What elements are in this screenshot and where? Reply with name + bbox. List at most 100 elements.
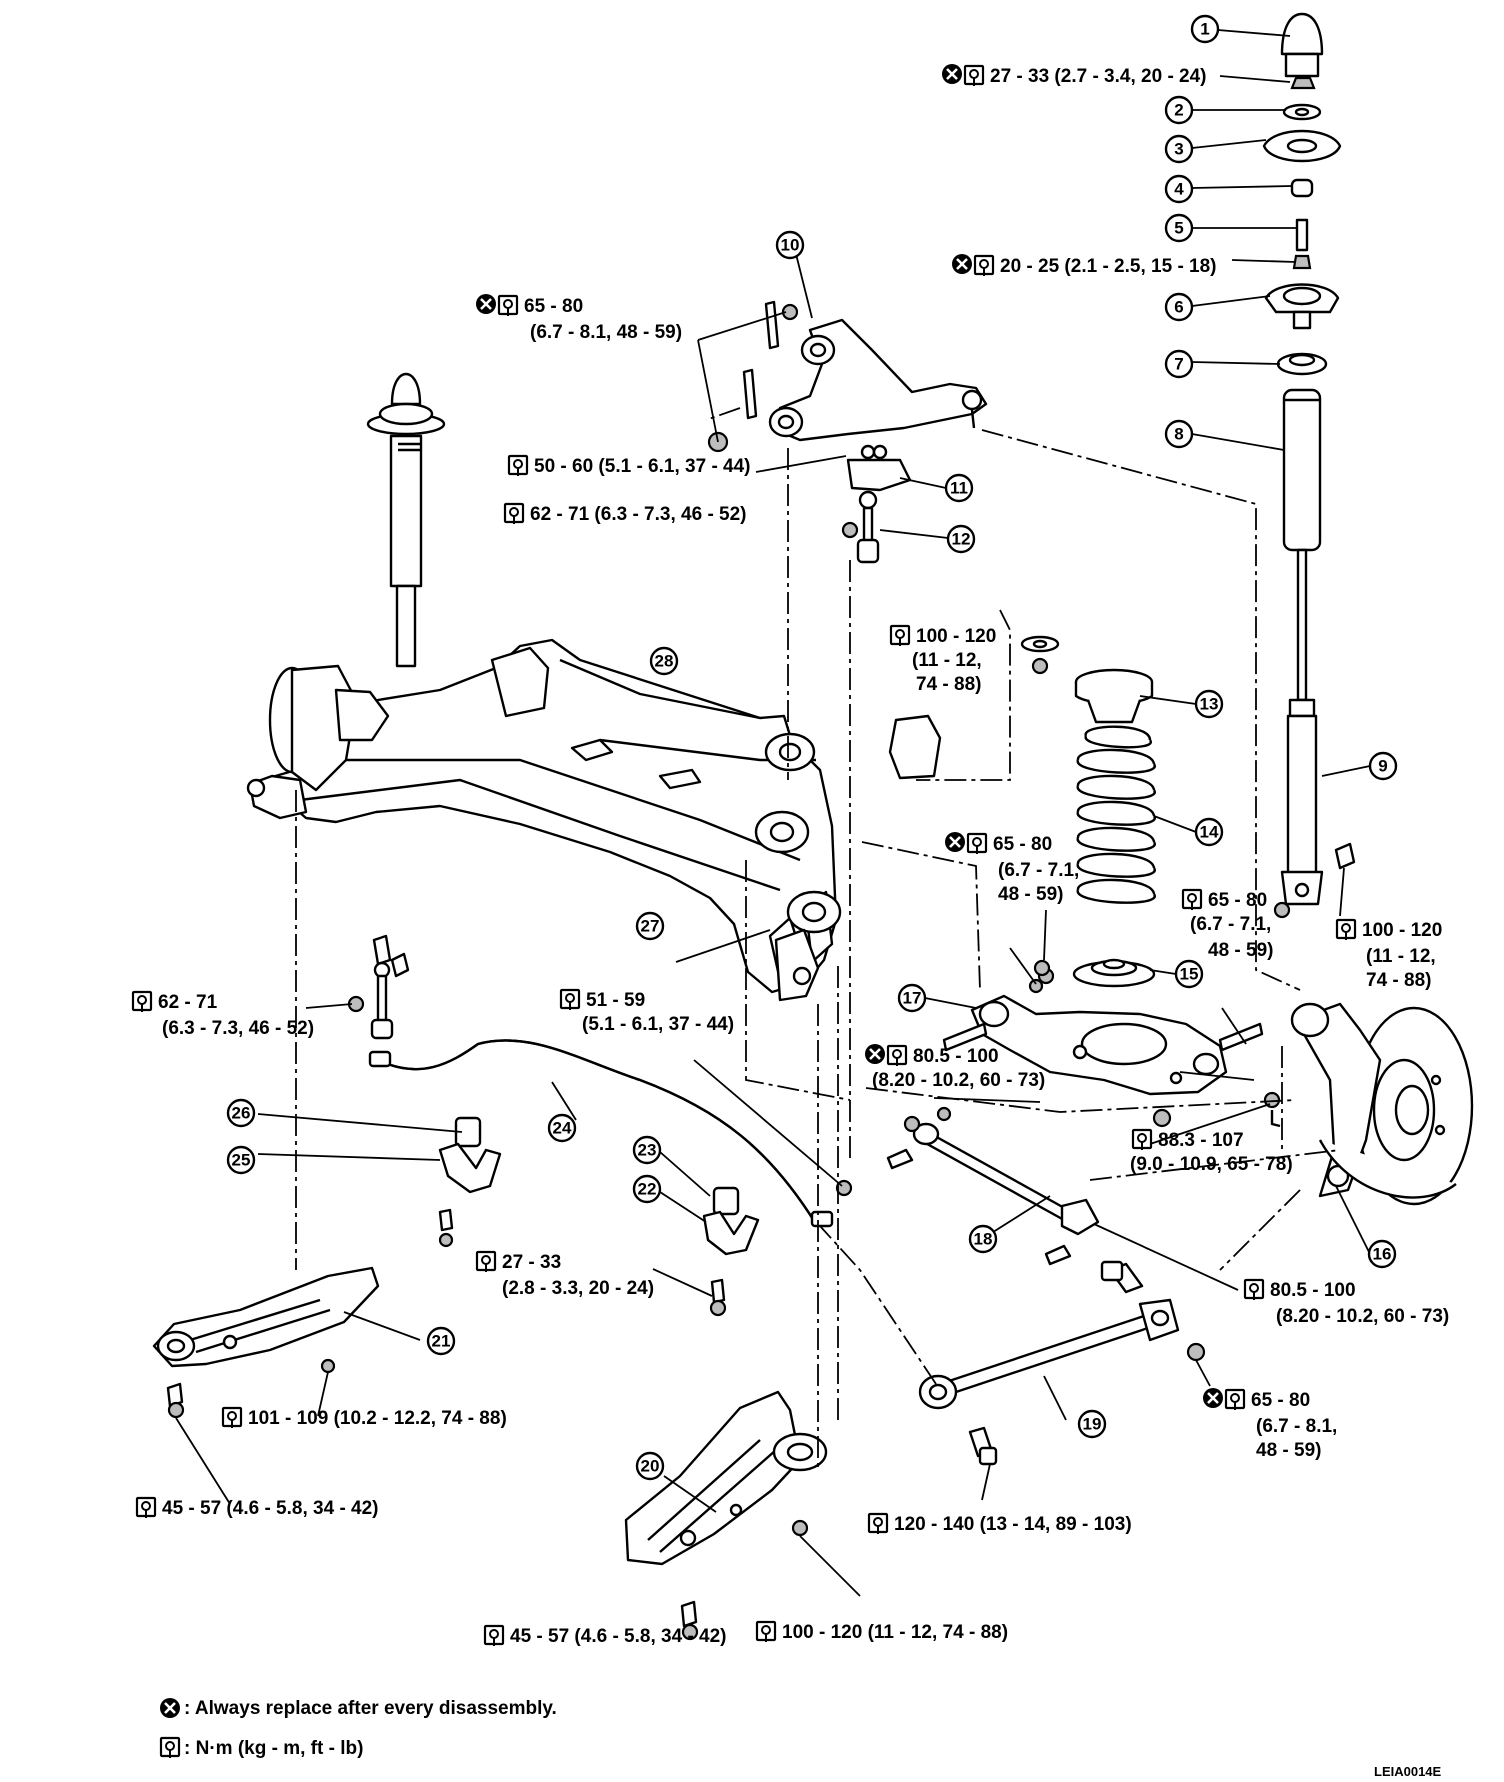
svg-text:10: 10	[781, 236, 800, 255]
callout-numbers: 1 2 3 4 5 6 7 8 9 10 11 12 13 14 15 16 1…	[226, 14, 1398, 1481]
torque-spec-shock-lower-bolt: 100 - 120 (11 - 12, 74 - 88)	[1335, 918, 1442, 991]
svg-text:(8.20 - 10.2, 60 - 73): (8.20 - 10.2, 60 - 73)	[1276, 1306, 1449, 1327]
callout-23: 23	[632, 1135, 662, 1165]
svg-text:80.5 - 100: 80.5 - 100	[1270, 1280, 1356, 1301]
callout-12: 12	[946, 524, 976, 554]
svg-text:4: 4	[1174, 180, 1184, 199]
svg-text:101 - 109 (10.2 - 12.2, 74 - 8: 101 - 109 (10.2 - 12.2, 74 - 88)	[248, 1408, 507, 1429]
svg-text:16: 16	[1373, 1245, 1392, 1264]
legend-replace: : Always replace after every disassembly…	[158, 1696, 557, 1720]
legend-torque: : N·m (kg - m, ft - lb)	[159, 1736, 363, 1760]
svg-text:(2.8 - 3.3, 20 - 24): (2.8 - 3.3, 20 - 24)	[502, 1278, 654, 1299]
svg-text:21: 21	[432, 1332, 451, 1351]
svg-text:51 - 59: 51 - 59	[586, 990, 645, 1011]
right-knuckle	[1290, 1002, 1474, 1206]
left-strut	[366, 372, 446, 668]
svg-text:: N·m (kg - m, ft - lb): : N·m (kg - m, ft - lb)	[184, 1738, 363, 1759]
legend: : Always replace after every disassembly…	[158, 1696, 557, 1760]
svg-text:: Always replace after every d: : Always replace after every disassembly…	[184, 1698, 557, 1719]
svg-text:(6.7 - 7.1,: (6.7 - 7.1,	[998, 860, 1079, 881]
torque-spec-bracket-bolt: 50 - 60 (5.1 - 6.1, 37 - 44)	[507, 454, 751, 478]
callout-2: 2	[1164, 95, 1194, 125]
svg-text:26: 26	[232, 1104, 251, 1123]
torque-spec-radius-rod-nut: 65 - 80 (6.7 - 8.1, 48 - 59)	[1201, 1386, 1337, 1461]
spring-assembly	[1072, 668, 1156, 988]
svg-text:65 - 80: 65 - 80	[1208, 890, 1267, 911]
callout-9: 9	[1368, 751, 1398, 781]
callout-6: 6	[1164, 292, 1194, 322]
parts-drawing	[152, 12, 1474, 1641]
svg-text:19: 19	[1083, 1415, 1102, 1434]
svg-text:9: 9	[1378, 757, 1387, 776]
torque-spec-stabilizer-end-nut: 51 - 59 (5.1 - 6.1, 37 - 44)	[559, 988, 734, 1035]
svg-text:18: 18	[974, 1230, 993, 1249]
figure-id: LEIA0014E	[1374, 1764, 1442, 1779]
svg-text:1: 1	[1200, 20, 1209, 39]
svg-text:11: 11	[950, 479, 968, 498]
svg-text:8: 8	[1174, 425, 1183, 444]
torque-spec-stabilizer-link-nut: 62 - 71 (6.3 - 7.3, 46 - 52)	[131, 990, 314, 1039]
svg-text:48 - 59): 48 - 59)	[1256, 1440, 1321, 1461]
svg-text:14: 14	[1200, 823, 1219, 842]
callout-28: 28	[649, 646, 679, 676]
callout-19: 19	[1077, 1409, 1107, 1439]
trailing-arm-left	[152, 1266, 380, 1419]
svg-text:48 - 59): 48 - 59)	[1208, 940, 1273, 961]
torque-spec-toe-link-inner: 80.5 - 100 (8.20 - 10.2, 60 - 73)	[863, 1042, 1045, 1091]
stabilizer-clamps	[438, 1116, 760, 1317]
callout-26: 26	[226, 1098, 256, 1128]
torque-spec-rod-nut: 62 - 71 (6.3 - 7.3, 46 - 52)	[503, 502, 747, 526]
torque-spec-lower-link-inner: 65 - 80 (6.7 - 7.1, 48 - 59)	[943, 830, 1079, 905]
svg-text:120 - 140 (13 - 14, 89 - 103): 120 - 140 (13 - 14, 89 - 103)	[894, 1514, 1132, 1535]
right-strut	[1262, 12, 1356, 919]
svg-text:50 - 60 (5.1 - 6.1, 37 - 44): 50 - 60 (5.1 - 6.1, 37 - 44)	[534, 456, 751, 477]
svg-text:(6.7 - 8.1,: (6.7 - 8.1,	[1256, 1416, 1337, 1437]
svg-text:20: 20	[641, 1457, 660, 1476]
svg-text:17: 17	[903, 989, 922, 1008]
callout-11: 11	[944, 473, 974, 503]
leader-lines	[175, 29, 1371, 1597]
callout-18: 18	[968, 1224, 998, 1254]
torque-spec-clamp-bolt: 27 - 33 (2.8 - 3.3, 20 - 24)	[475, 1250, 654, 1299]
svg-text:(8.20 - 10.2, 60 - 73): (8.20 - 10.2, 60 - 73)	[872, 1070, 1045, 1091]
svg-text:27 - 33: 27 - 33	[502, 1252, 561, 1273]
svg-text:28: 28	[655, 652, 674, 671]
callout-16: 16	[1367, 1239, 1397, 1269]
callout-22: 22	[632, 1174, 662, 1204]
torque-spec-shock-lower-nut: 65 - 80 (6.7 - 7.1, 48 - 59)	[1181, 888, 1273, 961]
torque-spec-member-nut: 100 - 120 (11 - 12, 74 - 88)	[889, 624, 996, 695]
svg-text:3: 3	[1174, 140, 1183, 159]
torque-spec-radius-rod-bolt: 120 - 140 (13 - 14, 89 - 103)	[867, 1512, 1132, 1536]
callout-21: 21	[426, 1326, 456, 1356]
trailing-arm-right	[624, 1390, 828, 1641]
svg-text:80.5 - 100: 80.5 - 100	[913, 1046, 999, 1067]
callout-1: 1	[1190, 14, 1220, 44]
callout-15: 15	[1174, 959, 1204, 989]
radius-rods	[886, 1106, 1206, 1466]
svg-text:(11 - 12,: (11 - 12,	[912, 650, 982, 671]
svg-text:(11 - 12,: (11 - 12,	[1366, 946, 1436, 967]
svg-text:65 - 80: 65 - 80	[993, 834, 1052, 855]
callout-17: 17	[897, 983, 927, 1013]
callout-24: 24	[547, 1113, 577, 1143]
svg-text:20 - 25 (2.1 - 2.5, 15 - 18): 20 - 25 (2.1 - 2.5, 15 - 18)	[1000, 256, 1217, 277]
svg-text:62 - 71: 62 - 71	[158, 992, 218, 1013]
svg-text:62 - 71 (6.3 - 7.3, 46 - 52): 62 - 71 (6.3 - 7.3, 46 - 52)	[530, 504, 747, 525]
bracket-and-rod	[841, 444, 912, 564]
svg-text:45 - 57 (4.6 - 5.8, 34 - 42): 45 - 57 (4.6 - 5.8, 34 - 42)	[162, 1498, 379, 1519]
torque-spec-upper-link-bolt: 65 - 80 (6.7 - 8.1, 48 - 59)	[474, 292, 682, 343]
callout-5: 5	[1164, 213, 1194, 243]
callout-4: 4	[1164, 174, 1194, 204]
torque-spec-mount-nut: 27 - 33 (2.7 - 3.4, 20 - 24)	[940, 62, 1207, 88]
svg-text:(6.7 - 7.1,: (6.7 - 7.1,	[1190, 914, 1271, 935]
svg-text:25: 25	[232, 1151, 251, 1170]
svg-text:27 - 33 (2.7 - 3.4, 20 - 24): 27 - 33 (2.7 - 3.4, 20 - 24)	[990, 66, 1207, 87]
svg-text:74 - 88): 74 - 88)	[916, 674, 981, 695]
svg-text:65 - 80: 65 - 80	[1251, 1390, 1310, 1411]
callout-10: 10	[775, 230, 805, 260]
svg-text:(6.3 - 7.3, 46 - 52): (6.3 - 7.3, 46 - 52)	[162, 1018, 314, 1039]
svg-text:100 - 120: 100 - 120	[916, 626, 996, 647]
svg-text:100 - 120: 100 - 120	[1362, 920, 1442, 941]
svg-text:15: 15	[1180, 965, 1199, 984]
svg-text:45 - 57 (4.6 - 5.8, 34 - 42): 45 - 57 (4.6 - 5.8, 34 - 42)	[510, 1626, 727, 1647]
